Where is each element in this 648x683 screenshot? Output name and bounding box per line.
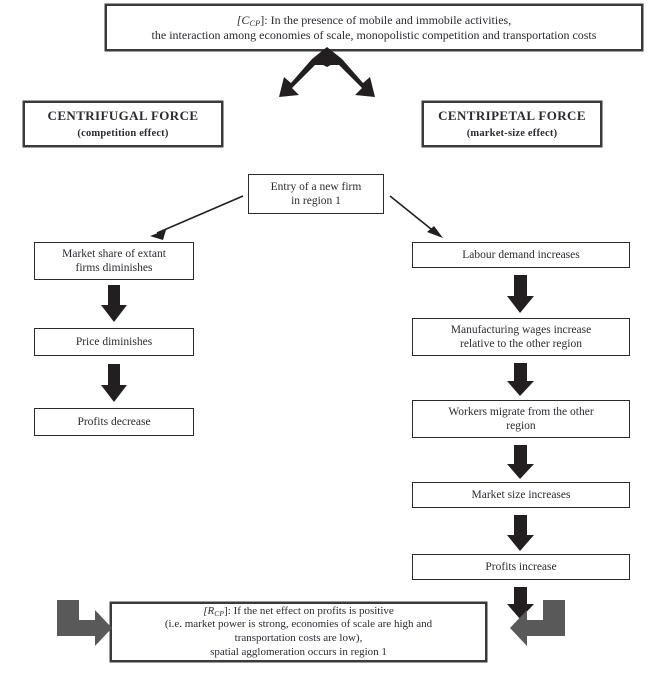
- right-chain-box-0-line1: Labour demand increases: [462, 248, 580, 261]
- left-chain-box-2: Profits decrease: [34, 408, 194, 436]
- diagonal-arrow-icon-left: [150, 195, 244, 240]
- right-chain-box-3-line1: Market size increases: [471, 488, 571, 501]
- centrifugal-force-subtitle: (competition effect): [77, 127, 169, 139]
- conclusion-text: [RCP]: If the net effect on profits is p…: [116, 605, 481, 660]
- elbow-arrow-right-icon: [57, 600, 112, 646]
- top-statement-box: [CCP]: In the presence of mobile and imm…: [105, 4, 643, 51]
- split-down-arrow-icon: [279, 47, 375, 97]
- block-down-arrow-icon-right-3: [507, 445, 534, 479]
- right-chain-box-1-line2: relative to the other region: [460, 338, 582, 350]
- conclusion-tag-prefix: [R: [203, 604, 215, 617]
- block-down-arrow-icon-right-2: [507, 363, 534, 396]
- right-chain-box-4: Profits increase: [412, 554, 630, 580]
- conclusion-line1: [RCP]: If the net effect on profits is p…: [116, 605, 481, 619]
- top-statement-tag-suffix: ]:: [260, 12, 268, 27]
- block-down-arrow-icon-right-4: [507, 515, 534, 551]
- diagonal-arrow-icon-right: [389, 195, 443, 238]
- right-chain-box-4-line1: Profits increase: [485, 560, 557, 573]
- left-chain-box-0: Market share of extant firms diminishes: [34, 242, 194, 280]
- right-chain-box-1: Manufacturing wages increase relative to…: [412, 318, 630, 356]
- left-chain-box-0-line2: firms diminishes: [75, 262, 153, 274]
- top-statement-tag-prefix: [C: [236, 12, 250, 27]
- right-chain-box-0: Labour demand increases: [412, 242, 630, 268]
- block-down-arrow-icon-left-1: [101, 285, 127, 322]
- top-statement-line2: the interaction among economies of scale…: [151, 27, 597, 42]
- conclusion-tag-sub: CP: [214, 608, 225, 618]
- left-chain-box-1: Price diminishes: [34, 328, 194, 356]
- right-chain-box-2-line1: Workers migrate from the other: [448, 405, 594, 418]
- conclusion-line4: spatial agglomeration occurs in region 1: [210, 645, 387, 658]
- trigger-box: Entry of a new firm in region 1: [248, 174, 384, 214]
- top-statement-tag-sub: CP: [249, 18, 261, 28]
- conclusion-tag-suffix: ]:: [224, 604, 231, 617]
- elbow-arrow-left-icon: [510, 600, 565, 646]
- left-chain-box-1-line1: Price diminishes: [75, 335, 153, 348]
- conclusion-line1-text: If the net effect on profits is positive: [230, 604, 394, 617]
- left-chain-box-0-line1: Market share of extant: [62, 247, 166, 260]
- top-statement-line1: [CCP]: In the presence of mobile and imm…: [111, 13, 637, 28]
- block-down-arrow-icon-left-2: [101, 364, 127, 402]
- trigger-line1: Entry of a new firm: [270, 180, 362, 193]
- block-down-arrow-icon-right-5: [507, 587, 534, 619]
- conclusion-box: [RCP]: If the net effect on profits is p…: [110, 602, 487, 662]
- centrifugal-force-title: CENTRIFUGAL FORCE: [47, 108, 199, 124]
- centripetal-force-title: CENTRIPETAL FORCE: [438, 108, 586, 124]
- trigger-line2: in region 1: [291, 195, 341, 207]
- conclusion-line3: transportation costs are low),: [234, 632, 363, 644]
- top-statement-line1-text: In the presence of mobile and immobile a…: [267, 12, 512, 27]
- block-down-arrow-icon-right-1: [507, 275, 534, 313]
- centrifugal-force-box: CENTRIFUGAL FORCE (competition effect): [23, 101, 223, 147]
- right-chain-box-3: Market size increases: [412, 482, 630, 508]
- top-statement-text: [CCP]: In the presence of mobile and imm…: [111, 13, 637, 43]
- centripetal-force-subtitle: (market-size effect): [466, 127, 558, 139]
- left-chain-box-2-line1: Profits decrease: [77, 415, 151, 428]
- right-chain-box-2: Workers migrate from the other region: [412, 400, 630, 438]
- centripetal-force-box: CENTRIPETAL FORCE (market-size effect): [422, 101, 602, 147]
- conclusion-line2: (i.e. market power is strong, economies …: [164, 618, 433, 631]
- right-chain-box-2-line2: region: [506, 420, 536, 432]
- right-chain-box-1-line1: Manufacturing wages increase: [450, 323, 592, 336]
